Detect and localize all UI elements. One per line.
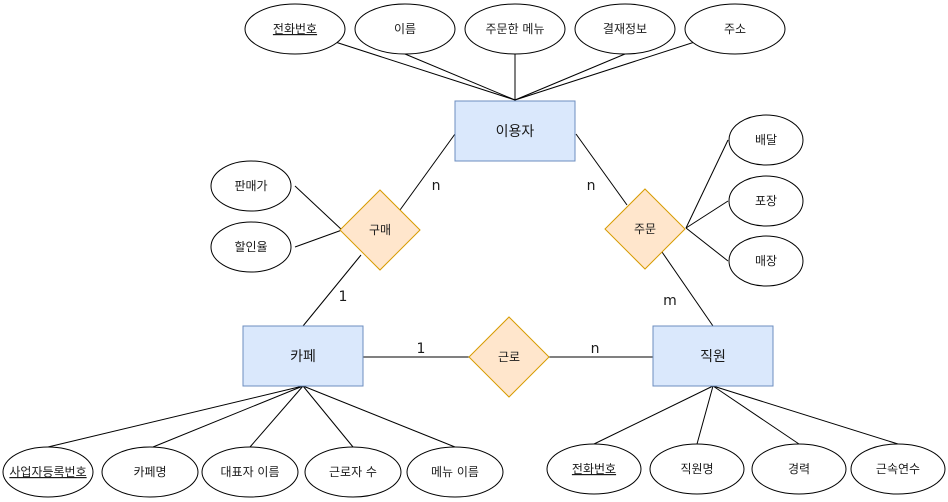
- line-user-order: [575, 133, 628, 206]
- line-order-delivery: [685, 139, 729, 229]
- connectors: [47, 28, 899, 448]
- attribute-cafe-owner-name-label: 대표자 이름: [220, 465, 279, 479]
- line-staff-phone: [593, 385, 714, 445]
- attribute-staff-years[interactable]: 근속연수: [850, 443, 946, 495]
- entity-cafe-label: 카페: [290, 349, 316, 365]
- attribute-cafe-business-no-label: 사업자등록번호: [9, 465, 86, 479]
- attribute-cafe-worker-count-label: 근로자 수: [329, 465, 377, 479]
- attribute-order-delivery-label: 배달: [755, 133, 777, 147]
- cardinality-user-order: n: [587, 178, 596, 194]
- relationship-work-label: 근로: [498, 350, 520, 364]
- attribute-user-ordered-menu-label: 주문한 메뉴: [485, 22, 544, 36]
- attribute-staff-phone[interactable]: 전화번호: [546, 443, 642, 495]
- attribute-user-ordered-menu[interactable]: 주문한 메뉴: [464, 3, 566, 55]
- line-cafe-cafe-name: [152, 385, 304, 448]
- attribute-cafe-cafe-name[interactable]: 카페명: [101, 446, 199, 498]
- attribute-purchase-discount-label: 할인율: [234, 240, 267, 254]
- cardinality-cafe-work: 1: [417, 341, 426, 357]
- attribute-order-takeout[interactable]: 포장: [728, 175, 804, 227]
- attribute-user-phone[interactable]: 전화번호: [244, 3, 346, 55]
- line-user-purchase: [399, 133, 456, 211]
- attribute-order-takeout-label: 포장: [755, 194, 777, 208]
- attribute-staff-name[interactable]: 직원명: [649, 443, 745, 495]
- attribute-purchase-price[interactable]: 판매가: [210, 160, 292, 212]
- relationship-purchase[interactable]: 구매: [339, 189, 421, 271]
- entity-cafe[interactable]: 카페: [242, 325, 364, 387]
- line-cafe-menu-name: [302, 385, 456, 448]
- attribute-order-store-label: 매장: [755, 254, 777, 268]
- line-order-staff: [661, 251, 714, 327]
- attribute-staff-phone-label: 전화번호: [572, 462, 616, 476]
- cardinality-purchase-cafe: 1: [339, 289, 348, 305]
- attribute-user-address[interactable]: 주소: [684, 3, 786, 55]
- line-cafe-worker-count: [302, 385, 354, 448]
- line-cafe-business-no: [47, 385, 304, 448]
- cardinality-work-staff: n: [591, 341, 600, 357]
- attribute-cafe-business-no[interactable]: 사업자등록번호: [2, 446, 94, 498]
- attribute-user-phone-label: 전화번호: [273, 22, 317, 36]
- relationship-purchase-label: 구매: [369, 223, 391, 237]
- line-order-takeout: [685, 200, 729, 229]
- attribute-user-name-label: 이름: [394, 22, 416, 36]
- attribute-user-address-label: 주소: [724, 22, 746, 36]
- relationship-order[interactable]: 주문: [604, 188, 686, 270]
- attribute-order-store[interactable]: 매장: [728, 235, 804, 287]
- line-staff-career: [712, 385, 800, 445]
- entity-user[interactable]: 이용자: [454, 100, 576, 162]
- line-user-name: [404, 53, 516, 101]
- attribute-cafe-menu-name-label: 메뉴 이름: [431, 465, 479, 479]
- attribute-staff-name-label: 직원명: [680, 462, 713, 476]
- line-purchase-cafe: [302, 254, 362, 327]
- entity-staff-label: 직원: [700, 349, 726, 365]
- relationship-work[interactable]: 근로: [468, 316, 550, 398]
- attribute-purchase-price-label: 판매가: [234, 179, 267, 193]
- line-cafe-owner-name: [249, 385, 304, 448]
- attribute-order-delivery[interactable]: 배달: [728, 114, 804, 166]
- line-user-payment: [514, 53, 626, 101]
- attribute-staff-years-label: 근속연수: [876, 462, 920, 476]
- entity-user-label: 이용자: [496, 124, 535, 140]
- attribute-cafe-worker-count[interactable]: 근로자 수: [304, 446, 402, 498]
- attribute-user-name[interactable]: 이름: [354, 3, 456, 55]
- cardinality-user-purchase: n: [432, 178, 441, 194]
- entity-staff[interactable]: 직원: [652, 325, 774, 387]
- cardinality-order-staff: m: [663, 293, 677, 309]
- attribute-cafe-owner-name[interactable]: 대표자 이름: [201, 446, 299, 498]
- attribute-user-payment[interactable]: 결재정보: [574, 3, 676, 55]
- line-staff-name: [696, 385, 714, 445]
- attribute-cafe-menu-name[interactable]: 메뉴 이름: [406, 446, 504, 498]
- line-purchase-discount: [294, 229, 343, 248]
- attribute-user-payment-label: 결재정보: [603, 22, 647, 36]
- line-staff-years: [712, 385, 899, 445]
- attribute-staff-career-label: 경력: [788, 462, 810, 476]
- attribute-purchase-discount[interactable]: 할인율: [210, 221, 292, 273]
- attribute-cafe-cafe-name-label: 카페명: [133, 465, 166, 479]
- attribute-staff-career[interactable]: 경력: [751, 443, 847, 495]
- relationship-order-label: 주문: [634, 222, 656, 236]
- line-purchase-price: [294, 185, 343, 231]
- line-order-store: [685, 227, 729, 262]
